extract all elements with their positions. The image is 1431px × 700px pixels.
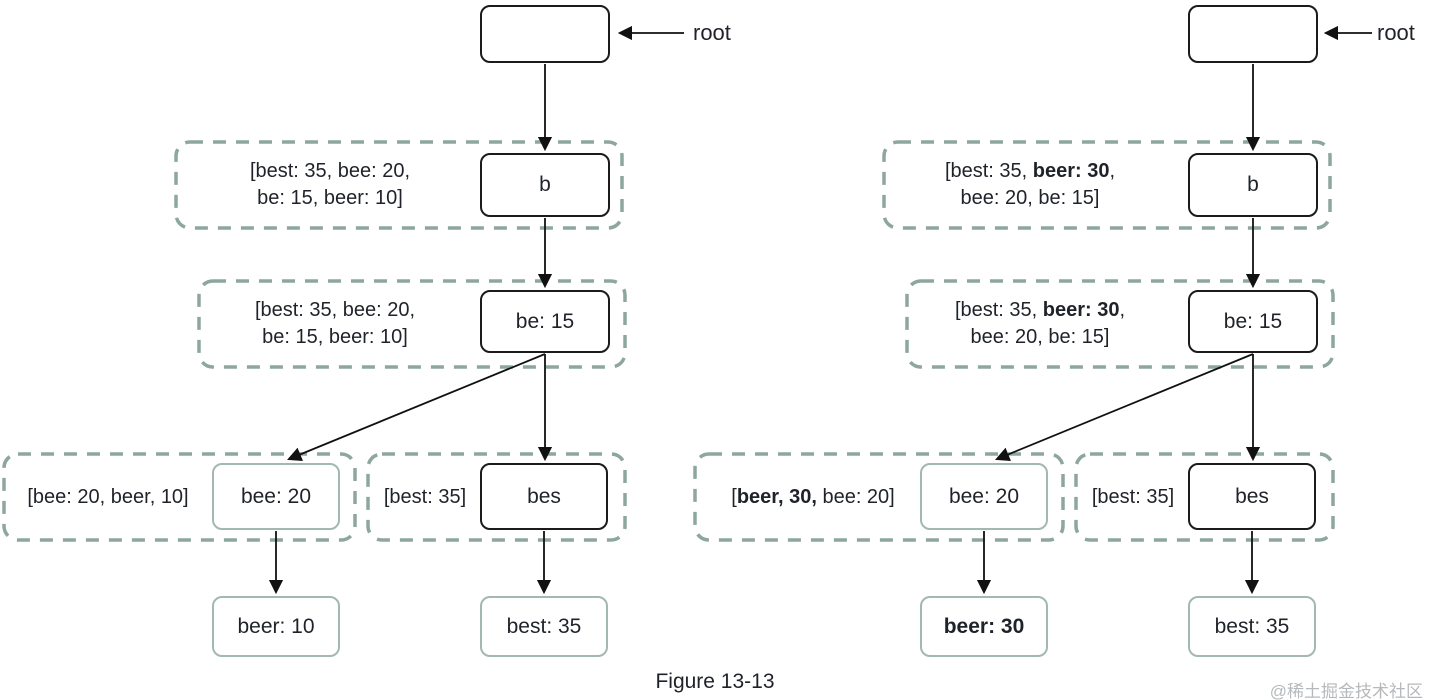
left-root-pointer-label: root (693, 20, 731, 45)
left-node-be-annotation: [best: 35, bee: 20, be: 15, beer: 10] (205, 297, 465, 351)
dashed-box-right-bee (693, 452, 1065, 542)
dashed-box-left-bes (366, 452, 627, 542)
left-node-bee: bee: 20 (212, 463, 340, 530)
right-leaf-best: best: 35 (1188, 596, 1316, 657)
right-leaf-beer: beer: 30 (920, 596, 1048, 657)
right-node-b: b (1188, 153, 1318, 217)
annotation-line: bee: 20, be: 15] (960, 187, 1100, 209)
edge-right-be-to-bee (995, 353, 1254, 462)
annotation-line: [best: 35, beer: 30, (910, 297, 1170, 324)
watermark-text: @稀土掘金技术社区 (1269, 682, 1423, 700)
right-node-be-annotation: [best: 35, beer: 30, bee: 20, be: 15] (910, 297, 1170, 351)
annotation-line: [best: 35, bee: 20, (254, 299, 416, 321)
edge-left-be-to-bee (287, 353, 546, 462)
annotation-bold-text: beer: 30 (1042, 299, 1120, 321)
annotation-text: [best: 35, (944, 160, 1033, 182)
annotation-bold-text: beer: 30 (1032, 160, 1110, 182)
left-node-b-annotation: [best: 35, bee: 20, be: 15, beer: 10] (185, 158, 475, 212)
annotation-text: bee: 20] (816, 486, 895, 508)
left-leaf-best: best: 35 (480, 596, 608, 657)
annotation-line: be: 15, beer: 10] (257, 187, 403, 209)
annotation-line: [best: 35, beer: 30, (890, 158, 1170, 185)
right-node-bee: bee: 20 (920, 463, 1048, 530)
annotation-bold-text: beer, 30, (736, 486, 817, 508)
right-node-be: be: 15 (1188, 290, 1318, 353)
left-node-b: b (480, 153, 610, 217)
annotation-text: [best: 35, (954, 299, 1043, 321)
dashed-box-right-bes (1074, 452, 1335, 542)
right-node-b-annotation: [best: 35, beer: 30, bee: 20, be: 15] (890, 158, 1170, 212)
left-node-be: be: 15 (480, 290, 610, 353)
right-root-node (1188, 5, 1318, 63)
dashed-box-left-b (174, 140, 624, 230)
dashed-box-left-bee (2, 452, 357, 542)
dashed-box-left-be (197, 279, 627, 369)
annotation-text: , (1119, 299, 1126, 321)
left-node-bee-annotation: [bee: 20, beer, 10] (27, 486, 189, 508)
dashed-box-right-be (905, 279, 1335, 369)
annotation-line: [best: 35, bee: 20, (249, 160, 411, 182)
right-node-bes-annotation: [best: 35] (1091, 486, 1175, 508)
annotation-text: , (1109, 160, 1116, 182)
annotation-line: bee: 20, be: 15] (970, 326, 1110, 348)
figure-caption: Figure 13-13 (655, 670, 775, 693)
left-leaf-beer: beer: 10 (212, 596, 340, 657)
right-root-pointer-label: root (1377, 20, 1415, 45)
left-root-node (480, 5, 610, 63)
dashed-box-right-b (882, 140, 1332, 230)
annotation-text: [ (731, 486, 737, 508)
left-node-bes-annotation: [best: 35] (383, 486, 467, 508)
right-node-bee-annotation: [beer, 30, bee: 20] (703, 484, 923, 511)
left-node-bes: bes (480, 463, 608, 530)
right-node-bes: bes (1188, 463, 1316, 530)
annotation-line: be: 15, beer: 10] (262, 326, 408, 348)
